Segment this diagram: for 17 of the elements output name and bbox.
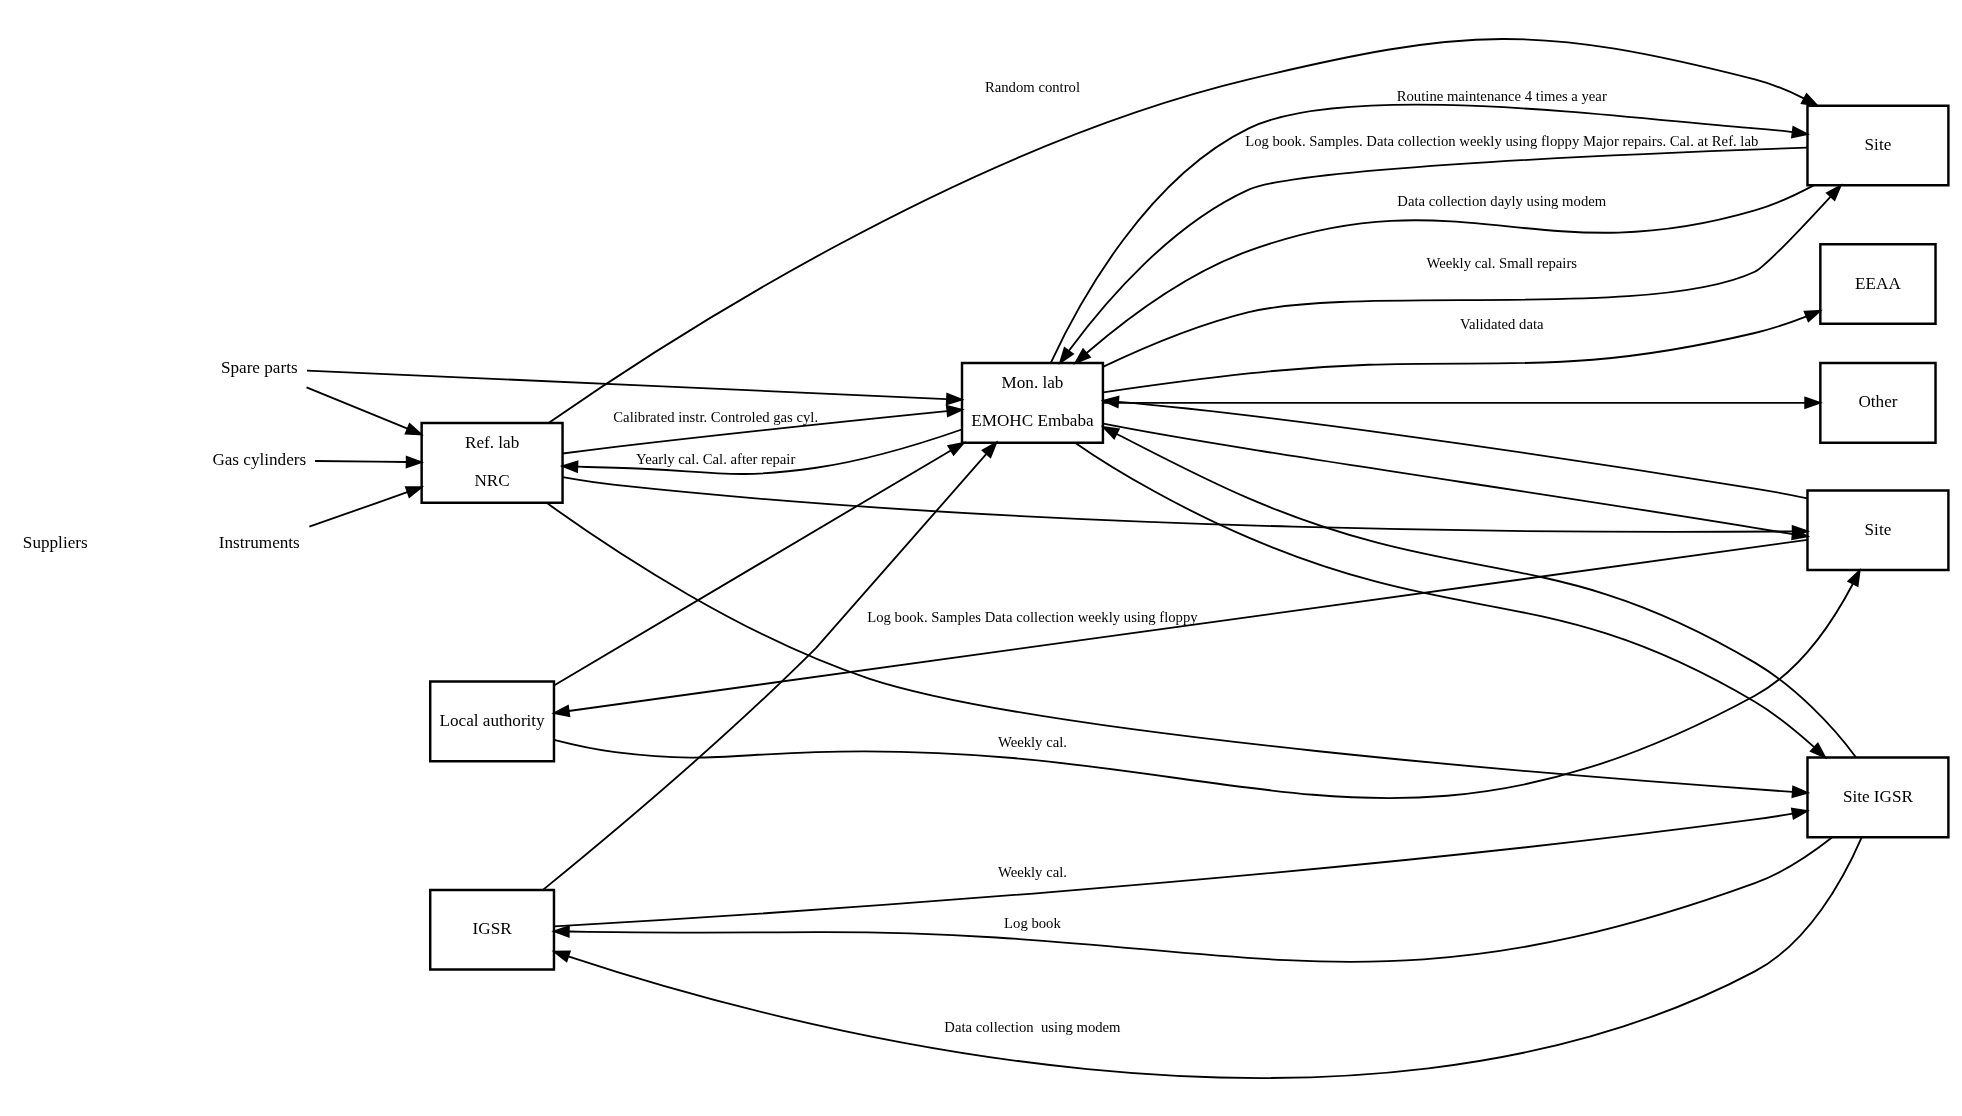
edge-label: Log book. Samples Data collection weekly using floppy [867, 608, 1198, 625]
edge-label: Weekly cal. [997, 863, 1067, 880]
edge-label: Routine maintenance 4 times a year [1396, 87, 1607, 104]
edge-label: Data collection using modem [944, 1018, 1121, 1035]
edge-label: Log book [1004, 914, 1061, 931]
edge-label: Data collection dayly using modem [1397, 192, 1607, 209]
edge-label: Weekly cal. Small repairs [1426, 254, 1578, 271]
edge-label: Random control [984, 78, 1080, 95]
node-text: Spare parts [220, 357, 298, 377]
edge-label: Validated data [1459, 315, 1544, 332]
edge-label: Yearly cal. Cal. after repair [636, 450, 796, 467]
label: Suppliers [22, 532, 88, 552]
edge-label: Weekly cal. [997, 733, 1067, 750]
edge-label: Calibrated instr. Controled gas cyl. [613, 408, 819, 425]
edge-label: Log book. Samples. Data collection weekly using floppy Major repairs. Cal. at Ref. lab [1245, 132, 1759, 149]
node-text: Gas cylinders [212, 449, 307, 469]
node-text: Instruments [218, 532, 300, 552]
